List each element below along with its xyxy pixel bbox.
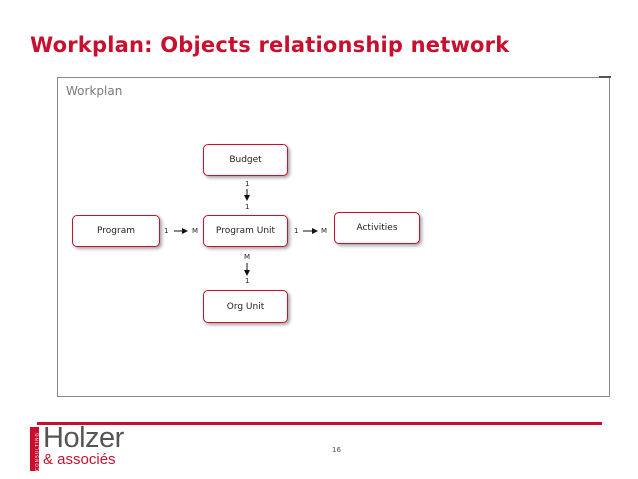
logo-vertical-text: CONSULTING <box>35 431 41 472</box>
node-program: Program <box>72 215 160 247</box>
node-budget-label: Budget <box>229 155 262 165</box>
node-org-unit-label: Org Unit <box>226 301 265 312</box>
logo-wordmark: Holzer <box>43 422 124 454</box>
cardinality-program-unit-bottom: M <box>244 253 251 261</box>
frame-label: Workplan <box>66 84 123 98</box>
slide-title: Workplan: Objects relationship network <box>30 33 510 57</box>
node-program-label: Program <box>97 226 135 236</box>
node-activities: Activities <box>334 212 420 244</box>
frame-corner-mark <box>599 76 611 78</box>
cardinality-budget: 1 <box>245 180 250 188</box>
node-budget: Budget <box>203 144 288 176</box>
node-program-unit-label: Program Unit <box>215 226 276 236</box>
node-program-unit: Program Unit <box>203 215 288 247</box>
logo-red-bar <box>30 427 39 471</box>
node-activities-label: Activities <box>356 223 398 233</box>
node-org-unit: Org Unit <box>203 290 288 323</box>
page-number: 16 <box>332 446 341 454</box>
cardinality-program: 1 <box>164 227 169 235</box>
cardinality-program-unit-right: 1 <box>294 227 299 235</box>
cardinality-org-unit: 1 <box>245 277 250 285</box>
cardinality-program-unit-left: M <box>192 227 199 235</box>
cardinality-program-unit-top: 1 <box>245 203 250 211</box>
diagram-frame <box>57 77 610 397</box>
footer-divider <box>37 422 602 425</box>
logo-subtitle: & associés <box>43 451 116 468</box>
cardinality-activities: M <box>321 227 328 235</box>
